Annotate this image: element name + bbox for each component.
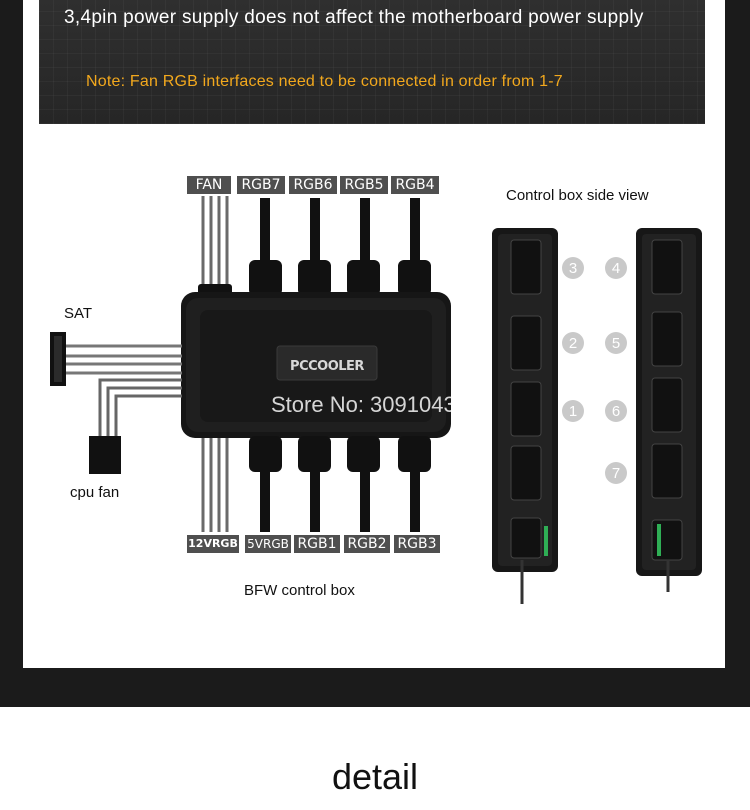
fan-wires-top	[201, 196, 229, 292]
port-number-badges: 3 2 1 4 5 6 7	[562, 257, 627, 484]
section-title: detail	[331, 756, 419, 797]
tag-rgb6: RGB6	[289, 176, 337, 194]
store-watermark: Store No: 3091043	[271, 392, 456, 417]
cpu-fan-cable	[98, 378, 182, 436]
badge-7	[605, 462, 627, 484]
tag-5vrgb: 5VRGB	[245, 535, 291, 553]
side-view-title: Control box side view	[506, 187, 649, 204]
tag-rgb3: RGB3	[394, 535, 440, 553]
badge-4-label: 4	[612, 260, 620, 277]
badge-3	[562, 257, 584, 279]
tag-rgb7: RGB7	[237, 176, 285, 194]
tag-rgb2: RGB2	[344, 535, 390, 553]
tag-fan: FAN	[187, 176, 231, 194]
rgb-cables-top	[198, 198, 431, 298]
cpu-fan-label: cpu fan	[70, 484, 120, 501]
header-panel	[39, 0, 705, 124]
badge-1	[562, 400, 584, 422]
control-box-label: BFW control box	[244, 582, 355, 599]
logo-text: PCCOOLER	[290, 359, 364, 374]
cpu-fan-connector	[89, 436, 121, 474]
badge-6	[605, 400, 627, 422]
control-box: PCCOOLER	[181, 292, 451, 438]
tag-12vrgb: 12VRGB	[187, 535, 239, 553]
side-view-right-box	[636, 228, 702, 592]
header-note: Note: Fan RGB interfaces need to be conn…	[86, 73, 563, 90]
badge-5-label: 5	[612, 335, 620, 352]
badge-2	[562, 332, 584, 354]
header-text: 3,4pin power supply does not affect the …	[64, 7, 644, 28]
badge-6-label: 6	[612, 403, 620, 420]
bottom-wires	[201, 438, 229, 532]
sat-connector	[50, 332, 182, 386]
wiring-diagram: PCCOOLER	[50, 196, 702, 604]
tag-rgb1: RGB1	[294, 535, 340, 553]
badge-5	[605, 332, 627, 354]
badge-1-label: 1	[569, 403, 577, 420]
badge-7-label: 7	[612, 465, 620, 482]
sat-label: SAT	[64, 305, 93, 322]
tag-rgb4: RGB4	[391, 176, 439, 194]
tag-rgb5: RGB5	[340, 176, 388, 194]
side-view-left-box	[492, 228, 558, 604]
badge-3-label: 3	[569, 260, 577, 277]
badge-2-label: 2	[569, 335, 577, 352]
badge-4	[605, 257, 627, 279]
rgb-cables-bottom	[249, 436, 431, 532]
